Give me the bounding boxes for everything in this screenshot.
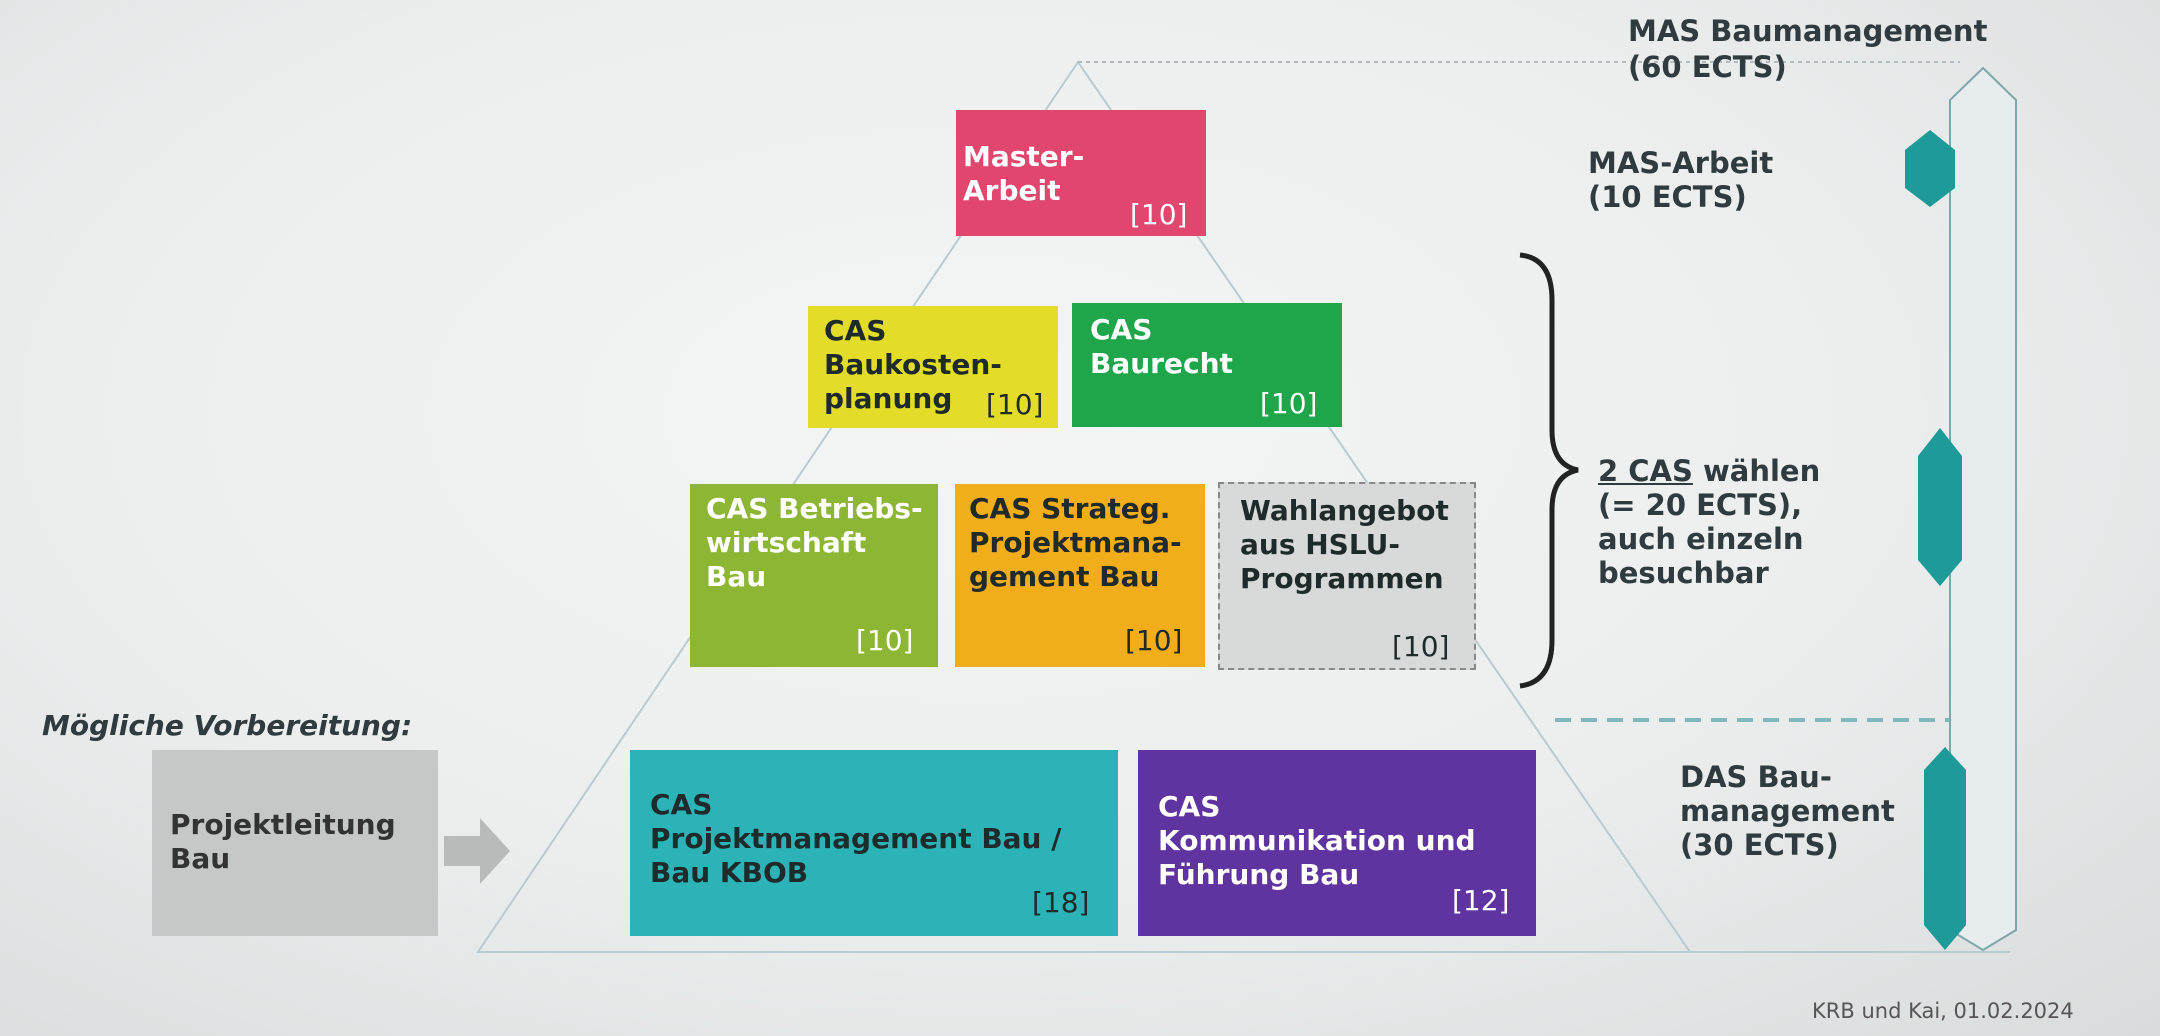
betriebs-line3: Bau [706,560,767,593]
baurecht-line2: Baurecht [1090,347,1233,380]
mas-arbeit-marker-icon [1905,130,1955,207]
baukosten-line1: CAS [824,314,887,347]
cas-projektmanagement-box: CAS Projektmanagement Bau / Bau KBOB [18… [630,750,1118,936]
strateg-line2: Projektmana- [969,526,1182,559]
strateg-line1: CAS Strateg. [969,492,1171,525]
strateg-line3: gement Bau [969,560,1160,593]
title-line1: MAS Baumanagement [1628,14,1988,48]
cas-choice-verb: wählen [1692,454,1821,488]
cas-kommunikation-box: CAS Kommunikation und Führung Bau [12] [1138,750,1536,936]
mas-arbeit-line2: (10 ECTS) [1588,180,1747,214]
betriebs-ects: [10] [856,624,914,657]
cas-choice-line4: besuchbar [1598,556,1769,590]
mas-arbeit-line1: MAS-Arbeit [1588,146,1774,180]
komm-ects: [12] [1452,884,1510,917]
cas-choice-count: 2 CAS [1598,454,1693,488]
projekt-ects: [18] [1032,886,1090,919]
das-marker-icon [1924,747,1966,950]
das-line2: management [1680,794,1895,828]
vorb-line2: Bau [170,842,231,875]
arrow-right-icon [444,818,510,884]
vorbereitung-label: Mögliche Vorbereitung: [42,709,413,742]
betriebs-line1: CAS Betriebs- [706,492,923,525]
master-line2: Arbeit [963,174,1061,207]
betriebs-line2: wirtschaft [706,526,867,559]
master-line1: Master- [963,140,1085,173]
komm-line2: Kommunikation und [1158,824,1476,857]
wahl-line1: Wahlangebot [1240,494,1449,527]
title-line2: (60 ECTS) [1628,50,1787,84]
das-line1: DAS Bau- [1680,760,1832,794]
cas-choice-line1: 2 CAS wählen [1598,454,1820,489]
wahlangebot-box: Wahlangebot aus HSLU- Programmen [10] [1218,482,1476,670]
baurecht-ects: [10] [1260,387,1318,420]
cas-choice-line3: auch einzeln [1598,522,1804,556]
footer-credit: KRB und Kai, 01.02.2024 [1812,999,2074,1023]
wahl-ects: [10] [1392,630,1450,663]
cas-choice-line2: (= 20 ECTS), [1598,488,1803,522]
komm-line1: CAS [1158,790,1221,823]
wahl-line3: Programmen [1240,562,1444,595]
strateg-ects: [10] [1125,624,1183,657]
bracket-icon [1519,252,1579,689]
vorb-line1: Projektleitung [170,808,396,841]
mas-bar-icon [1949,66,2017,952]
baukosten-ects: [10] [986,388,1044,421]
projektleitung-box: Projektleitung Bau [152,750,438,936]
baurecht-line1: CAS [1090,313,1153,346]
projekt-line1: CAS [650,788,713,821]
cas-betriebswirtschaft-box: CAS Betriebs- wirtschaft Bau [10] [690,484,938,667]
projekt-line2: Projektmanagement Bau / [650,822,1062,855]
master-ects: [10] [1130,198,1188,231]
komm-line3: Führung Bau [1158,858,1360,891]
cas-baukosten-box: CAS Baukosten- planung [10] [808,306,1058,428]
wahl-line2: aus HSLU- [1240,528,1401,561]
cas-choice-marker-icon [1918,428,1962,586]
projekt-line3: Bau KBOB [650,856,809,889]
cas-strateg-box: CAS Strateg. Projektmana- gement Bau [10… [955,484,1205,667]
das-line3: (30 ECTS) [1680,828,1839,862]
baukosten-line2: Baukosten- [824,348,1002,381]
master-arbeit-box: Master- Arbeit [10] [956,110,1206,236]
baukosten-line3: planung [824,382,953,415]
cas-baurecht-box: CAS Baurecht [10] [1072,303,1342,427]
